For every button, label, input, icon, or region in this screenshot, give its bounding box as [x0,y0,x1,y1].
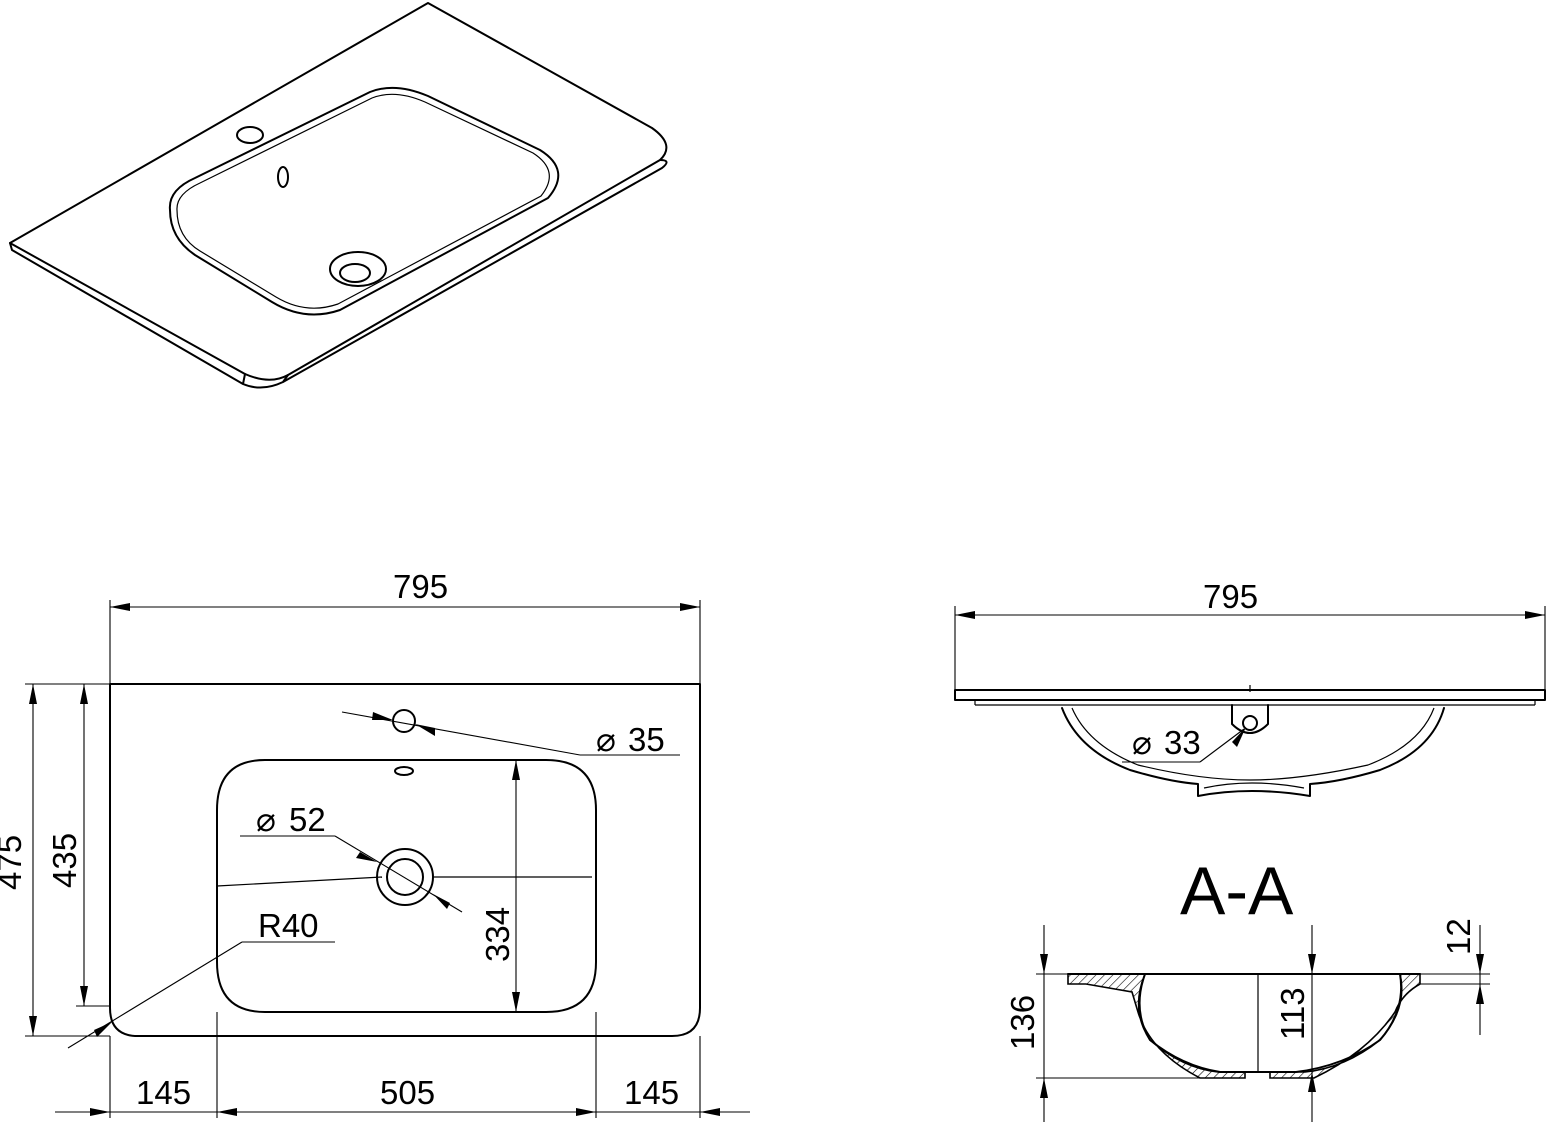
plan-drain-inner [386,858,424,896]
iso-bowl-outer [168,86,560,316]
plan-height-inner-label: 435 [46,833,83,888]
section-title: A-A [1180,853,1294,929]
iso-edge-thickness [9,159,668,389]
plan-overflow [394,766,414,776]
front-overflow-lug [1231,704,1269,734]
diameter-symbol: ⌀ [256,801,276,838]
section-left-solid [1067,973,1246,1079]
plan-right-margin-label: 145 [624,1074,679,1111]
plan-view: 795 475 435 334 145 505 145 ⌀ 35 ⌀ 52 R4… [0,568,750,1118]
isometric-view [9,2,668,389]
iso-top-outline [9,2,668,381]
plan-left-margin-label: 145 [136,1074,191,1111]
section-bowl-height-label: 113 [1274,987,1311,1040]
plan-bowl-depth-label: 334 [479,907,516,962]
front-view: 795 ⌀ 33 [954,578,1546,797]
diameter-symbol: ⌀ [1132,724,1152,761]
section-total-height-label: 136 [1004,995,1041,1050]
front-bowl [1061,707,1445,797]
plan-drain-label: 52 [289,801,326,838]
plan-tap-hole [392,709,416,733]
section-view: A-A 136 113 12 [1004,853,1490,1122]
plan-bowl [216,759,597,1013]
iso-drain-inner [339,263,371,283]
plan-outline [109,683,701,1037]
section-thickness-label: 12 [1440,918,1477,955]
diameter-symbol: ⌀ [596,721,616,758]
front-overflow-label: 33 [1164,724,1201,761]
plan-height-outer-label: 475 [0,835,28,890]
plan-radius-label: R40 [258,907,319,944]
front-width-label: 795 [1203,578,1258,615]
plan-bowl-width-label: 505 [380,1074,435,1111]
plan-drain-outer [376,848,434,906]
iso-drain-outer [329,251,387,287]
plan-width-label: 795 [393,568,448,605]
iso-overflow [277,166,289,188]
iso-bowl-inner [176,93,550,309]
iso-tap-hole [236,126,264,144]
plan-tap-hole-label: 35 [628,721,665,758]
